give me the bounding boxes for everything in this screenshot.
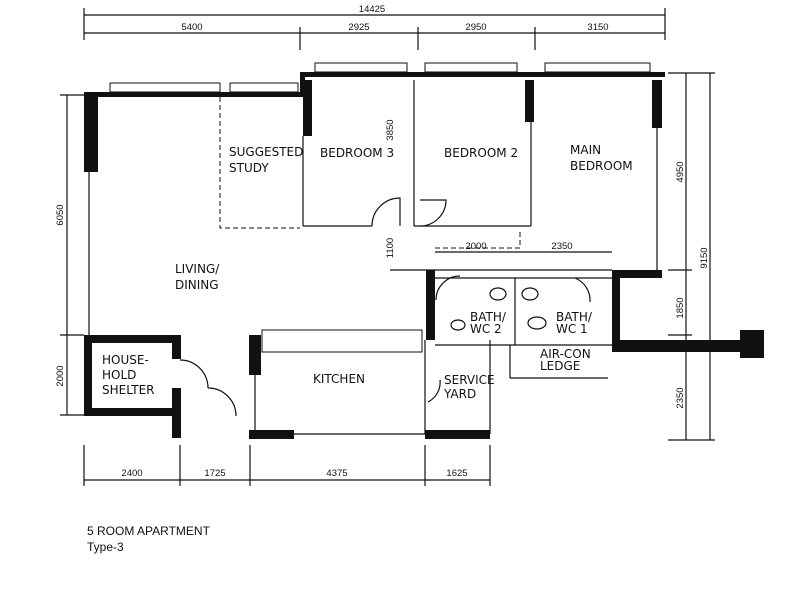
dim-bottom-3: 4375 <box>326 468 347 479</box>
door-swings <box>179 197 591 417</box>
living-label-line2: DINING <box>175 278 219 292</box>
dim-bottom-4: 1625 <box>446 468 467 479</box>
dim-left-lower: 2000 <box>55 365 66 386</box>
dim-top-4: 3150 <box>587 22 608 33</box>
dim-bottom-2: 1725 <box>204 468 225 479</box>
room-aircon-ledge: AIR-CON LEDGE <box>540 347 595 373</box>
room-kitchen: KITCHEN <box>313 372 365 386</box>
dim-inner-1100: 1100 <box>385 238 396 258</box>
dim-top-total: 14425 <box>359 4 385 15</box>
room-suggested-study: SUGGESTED STUDY <box>229 145 307 175</box>
bath-dashed-outline <box>435 232 521 249</box>
walls <box>84 72 764 439</box>
fixtures <box>450 287 547 331</box>
caption-title: 5 ROOM APARTMENT <box>87 524 211 538</box>
top-dimensions <box>83 8 666 50</box>
room-bedroom-2: BEDROOM 2 <box>444 146 518 160</box>
dim-right-total: 9150 <box>699 247 710 268</box>
left-dimensions <box>60 94 84 416</box>
room-service-yard: SERVICE YARD <box>443 373 498 401</box>
right-dimensions <box>668 72 715 441</box>
study-outline <box>219 97 300 229</box>
living-label-line1: LIVING/ <box>175 262 220 276</box>
caption-subtitle: Type-3 <box>87 540 124 554</box>
room-living-dining: LIVING/ DINING <box>175 262 223 292</box>
room-bath-2: BATH/ WC 2 <box>470 310 510 336</box>
dim-left-upper: 6050 <box>55 204 66 225</box>
room-main-bedroom: MAIN BEDROOM <box>570 143 633 173</box>
dim-inner-2350: 2350 <box>551 241 572 252</box>
dim-right-lower: 2350 <box>675 387 686 408</box>
room-bath-1: BATH/ WC 1 <box>556 310 596 336</box>
dim-right-mid: 1850 <box>675 297 686 318</box>
dim-bottom-1: 2400 <box>121 468 142 479</box>
dim-top-3: 2950 <box>465 22 486 33</box>
dim-right-upper: 4950 <box>675 161 686 182</box>
dim-top-2: 2925 <box>348 22 369 33</box>
dim-inner-2000: 2000 <box>465 241 486 252</box>
room-household-shelter: HOUSE- HOLD SHELTER <box>102 353 155 397</box>
windows <box>109 62 651 353</box>
dim-top-1: 5400 <box>181 22 202 33</box>
dim-inner-3850: 3850 <box>385 119 396 140</box>
bottom-dimensions <box>83 445 491 486</box>
room-bedroom-3: BEDROOM 3 <box>320 146 394 160</box>
